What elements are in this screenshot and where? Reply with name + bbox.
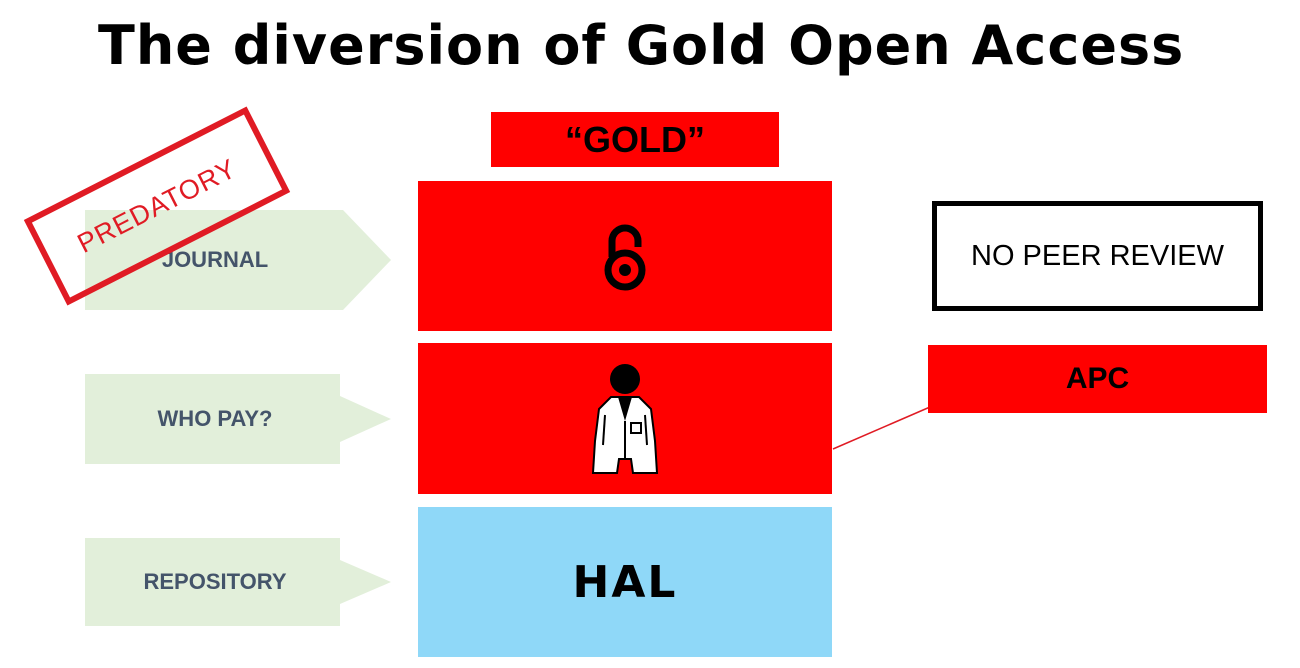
repository-label: REPOSITORY — [143, 569, 287, 594]
apc-box: APC — [928, 345, 1267, 413]
no-peer-review-box: NO PEER REVIEW — [932, 201, 1263, 311]
hal-block: HAL — [418, 507, 832, 657]
journal-block — [418, 181, 832, 331]
repository-arrow-shape — [85, 538, 391, 626]
open-access-lock-icon — [604, 224, 646, 291]
who-pay-block — [418, 343, 832, 494]
journal-arrow-shape — [85, 210, 391, 310]
slide-title: The diversion of Gold Open Access — [98, 14, 1185, 77]
who-pay-label: WHO PAY? — [157, 406, 273, 431]
gold-label: “GOLD” — [491, 112, 779, 167]
repository-arrow: REPOSITORY — [85, 538, 391, 626]
who-pay-arrow-shape — [85, 374, 391, 464]
who-pay-arrow: WHO PAY? — [85, 374, 391, 464]
journal-label: JOURNAL — [161, 247, 269, 272]
journal-arrow: JOURNAL — [85, 210, 391, 310]
researcher-lab-coat-icon — [591, 363, 659, 474]
